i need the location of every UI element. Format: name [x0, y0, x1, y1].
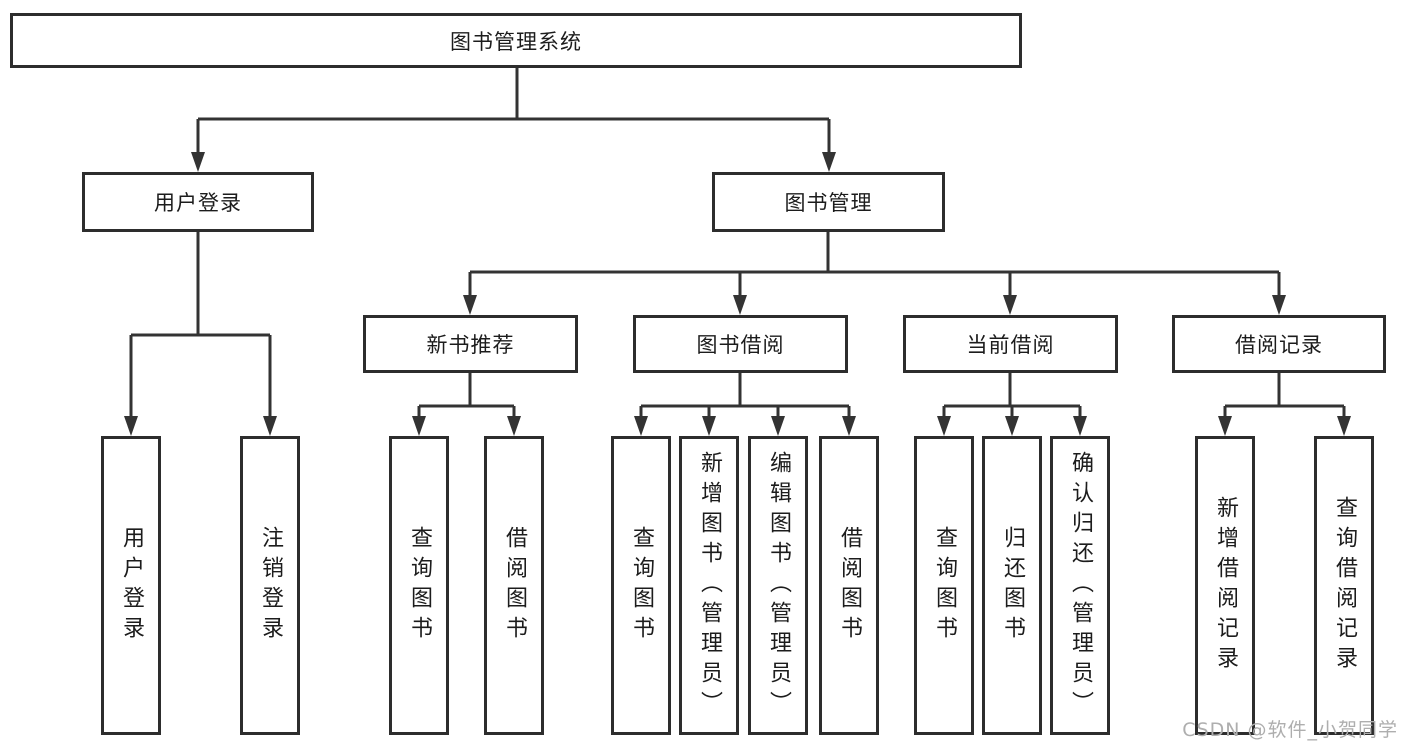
leaf-query-books-current: 查询图书	[914, 436, 974, 735]
leaf-borrow-books: 借阅图书	[819, 436, 879, 735]
leaf-edit-books-admin: 编辑图书（管理员）	[748, 436, 808, 735]
leaf-add-books-admin: 新增图书（管理员）	[679, 436, 739, 735]
node-borrow-records: 借阅记录	[1172, 315, 1386, 373]
leaf-user-login: 用户登录	[101, 436, 161, 735]
leaf-add-borrow-record: 新增借阅记录	[1195, 436, 1255, 735]
node-new-book-recommend: 新书推荐	[363, 315, 578, 373]
node-library-management-system: 图书管理系统	[10, 13, 1022, 68]
node-label: 图书管理	[784, 191, 873, 215]
node-label: 图书借阅	[696, 333, 785, 357]
leaf-logout: 注销登录	[240, 436, 300, 735]
leaf-query-borrow-record: 查询借阅记录	[1314, 436, 1374, 735]
node-label: 当前借阅	[966, 333, 1055, 357]
node-label: 用户登录	[154, 191, 242, 215]
node-label: 借阅记录	[1235, 333, 1323, 357]
leaf-query-books-borrow: 查询图书	[611, 436, 671, 735]
leaf-query-books-recommend: 查询图书	[389, 436, 449, 735]
node-book-management: 图书管理	[712, 172, 945, 232]
leaf-confirm-return-admin: 确认归还（管理员）	[1050, 436, 1110, 735]
node-user-login: 用户登录	[82, 172, 314, 232]
node-book-borrow: 图书借阅	[633, 315, 848, 373]
node-label: 新书推荐	[426, 333, 515, 357]
leaf-return-books: 归还图书	[982, 436, 1042, 735]
node-current-borrow: 当前借阅	[903, 315, 1118, 373]
arrowheads	[124, 152, 1351, 436]
node-label: 图书管理系统	[450, 29, 582, 54]
leaf-borrow-books-recommend: 借阅图书	[484, 436, 544, 735]
watermark-text: CSDN @软件_小贺同学	[1182, 719, 1398, 741]
